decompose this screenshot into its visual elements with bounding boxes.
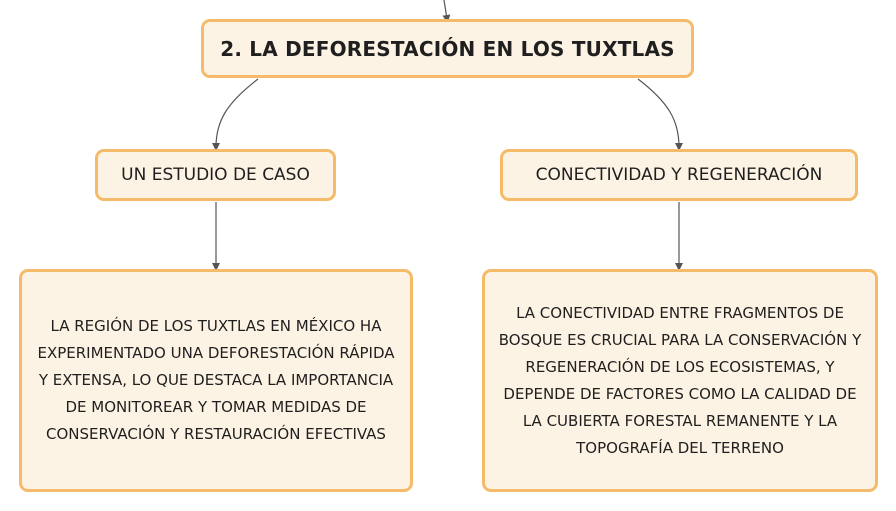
title-node[interactable]: 2. LA DEFORESTACIÓN EN LOS TUXTLAS xyxy=(201,19,694,78)
case-study-node-text: UN ESTUDIO DE CASO xyxy=(121,165,310,185)
connectivity-description-node[interactable]: LA CONECTIVIDAD ENTRE FRAGMENTOS DE BOSQ… xyxy=(482,269,878,492)
case-study-description-text: LA REGIÓN DE LOS TUXTLAS EN MÉXICO HA EX… xyxy=(37,317,395,443)
connectivity-node-text: CONECTIVIDAD Y REGENERACIÓN xyxy=(535,165,823,185)
title-node-text: 2. LA DEFORESTACIÓN EN LOS TUXTLAS xyxy=(220,36,675,61)
case-study-description-node[interactable]: LA REGIÓN DE LOS TUXTLAS EN MÉXICO HA EX… xyxy=(19,269,413,492)
connectivity-description-text: LA CONECTIVIDAD ENTRE FRAGMENTOS DE BOSQ… xyxy=(498,303,862,457)
connector-from-parent xyxy=(442,0,451,23)
connector-title-to-left-sub xyxy=(212,78,259,151)
connector-title-to-right-sub xyxy=(637,78,683,151)
case-study-node[interactable]: UN ESTUDIO DE CASO xyxy=(95,149,336,201)
connectivity-node[interactable]: CONECTIVIDAD Y REGENERACIÓN xyxy=(500,149,858,201)
